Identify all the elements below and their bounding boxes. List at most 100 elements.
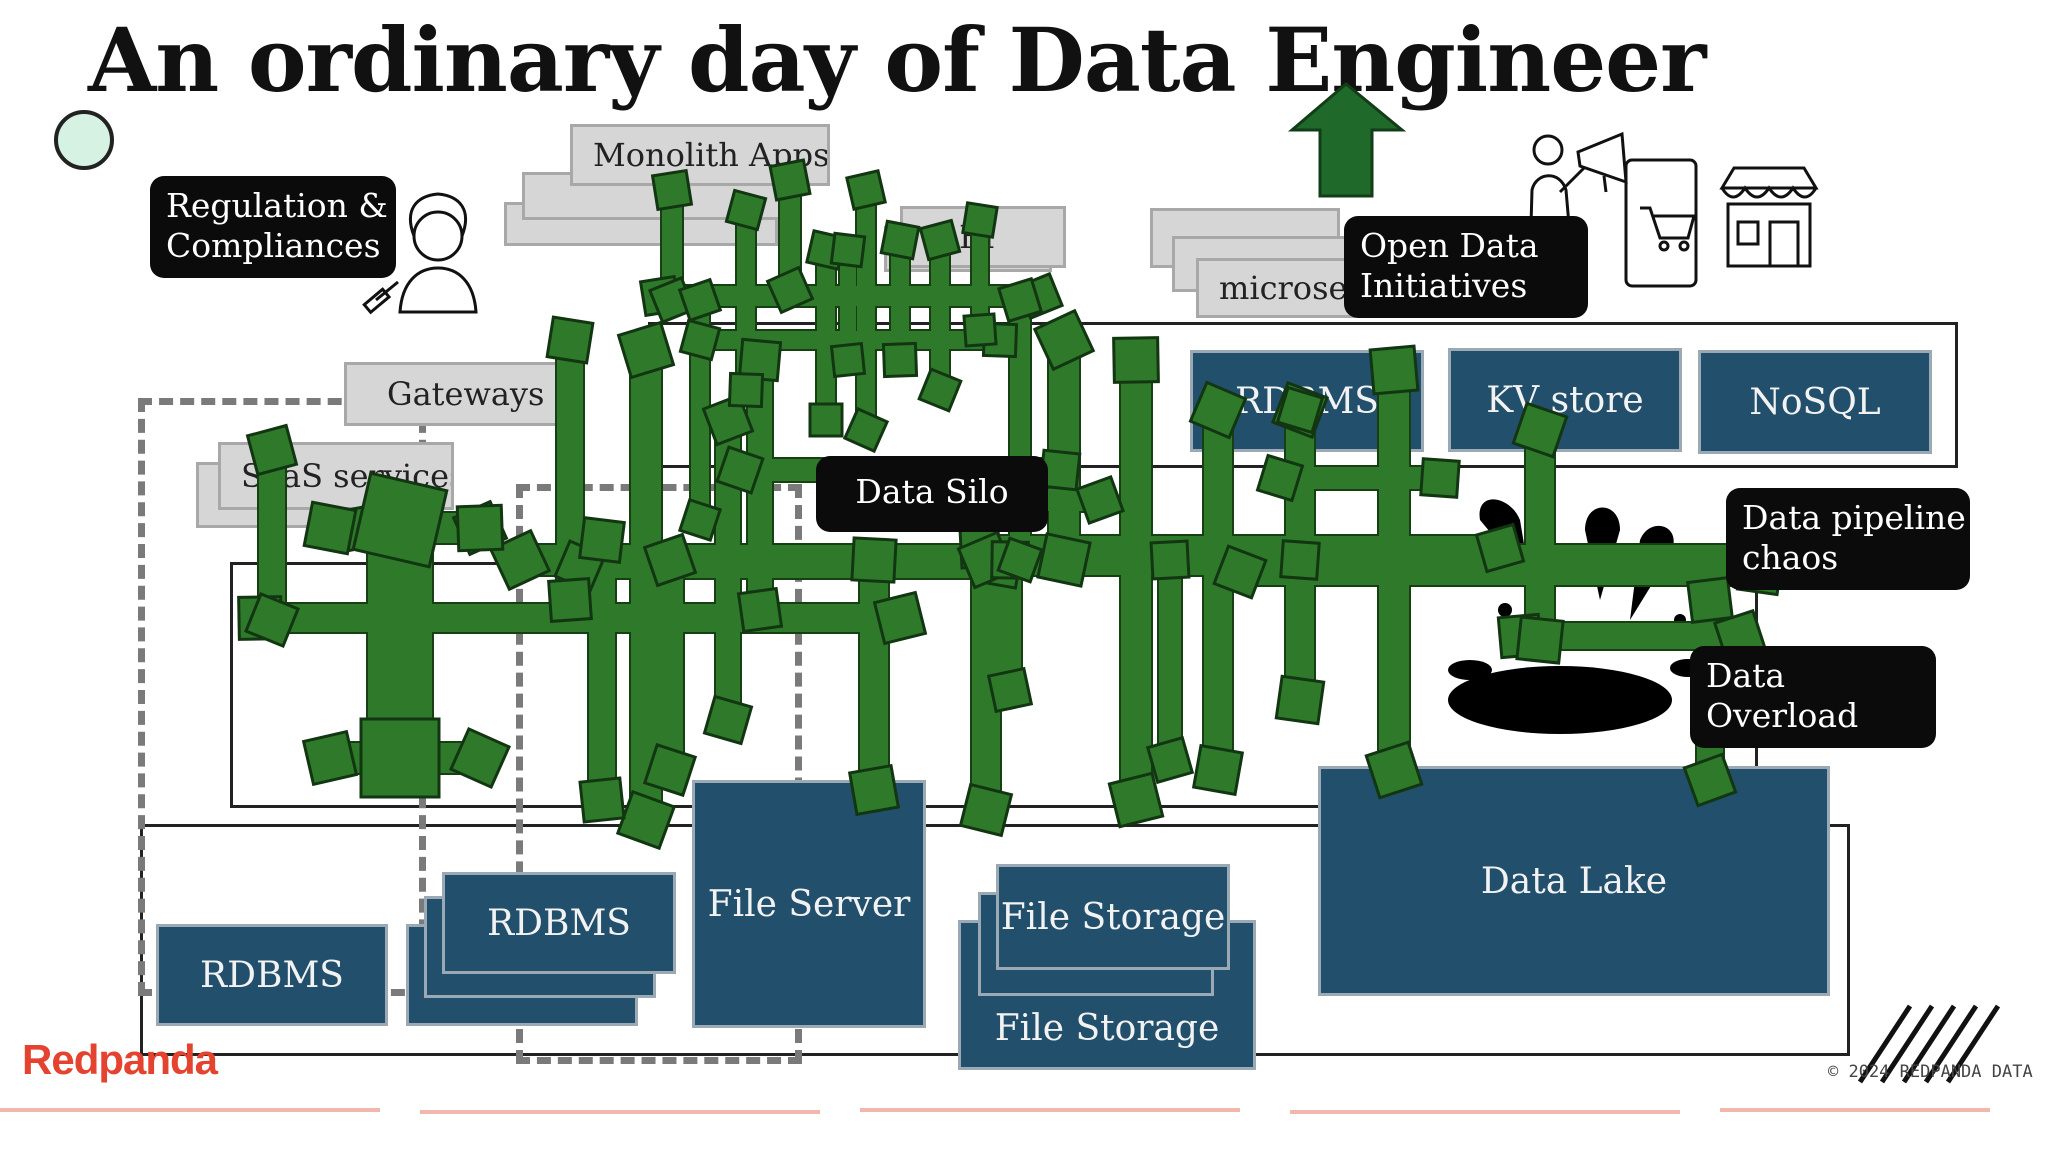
pipe-joint — [736, 586, 784, 634]
storefront-icon — [1719, 166, 1819, 268]
store-data-lake-label: Data Lake — [1480, 860, 1668, 902]
pipe-joint — [1279, 539, 1321, 581]
pipe-joint — [850, 536, 898, 584]
callout-open-data: Open Data Initiatives — [1344, 216, 1588, 318]
pipe-joint — [1686, 576, 1734, 624]
pipe-joint — [724, 188, 768, 232]
store-file-storage-label: File Storage — [1000, 896, 1226, 938]
store-kv-label: KV store — [1486, 379, 1644, 421]
pipe-joint — [547, 577, 593, 623]
pipe-joint — [1032, 308, 1096, 372]
pipe-joint — [842, 406, 890, 454]
pipe-joint — [677, 277, 723, 323]
pipe-joint — [650, 168, 694, 212]
pipe-joint — [1419, 457, 1461, 499]
pipe-joint — [448, 726, 512, 790]
pipe-joint — [727, 371, 765, 409]
pipe-joint — [829, 341, 867, 379]
store-rdbms-left: RDBMS — [156, 924, 388, 1026]
hatch-decoration — [1857, 1004, 2001, 1084]
pipe-joint — [715, 445, 765, 495]
pipe-joint — [881, 341, 919, 379]
callout-regulation-line-1: Regulation & — [166, 186, 388, 225]
pipe-joint — [642, 742, 698, 798]
gateways-label: Gateways — [387, 375, 545, 413]
pipe-joint — [1364, 740, 1424, 800]
pipe-joint — [962, 312, 998, 348]
callout-regulation: Regulation & Compliances — [150, 176, 396, 278]
pipe-joint — [351, 471, 449, 569]
pipe-layer — [237, 158, 1788, 851]
pipe-joint — [1191, 743, 1245, 797]
pipe-joint — [578, 776, 626, 824]
store-nosql: NoSQL — [1698, 350, 1932, 454]
pipe-joint — [678, 318, 722, 362]
pipe-joint — [1149, 539, 1191, 581]
store-kv: KV store — [1448, 348, 1682, 452]
person-megaphone-icon — [1528, 131, 1628, 261]
pipe-joint — [917, 367, 963, 413]
pipe-joint — [702, 694, 754, 746]
pipe-joint — [1511, 401, 1569, 459]
redpanda-logo: Redpanda — [22, 1036, 218, 1083]
pipe-joint — [1036, 532, 1092, 588]
pipe-joint — [244, 592, 300, 648]
pipe-joint — [488, 528, 552, 592]
pipe-joint — [1075, 475, 1125, 525]
pipe-joint — [642, 532, 698, 588]
callout-data-silo: Data Silo — [816, 456, 1048, 532]
store-file-storage: File Storage — [996, 864, 1230, 970]
store-rdbms-mid: RDBMS — [442, 872, 676, 974]
pipe-joint — [808, 402, 844, 438]
pipe-joint — [986, 666, 1034, 714]
pipe-joint — [302, 500, 358, 556]
pipe-joint — [1188, 380, 1248, 440]
store-file-server: File Server — [692, 780, 926, 1028]
pipe-joint — [1112, 336, 1160, 384]
callout-pipeline-chaos-line-2: chaos — [1742, 538, 1839, 577]
page-title: An ordinary day of Data Engineer — [88, 8, 1707, 112]
gateways-box: Gateways — [344, 362, 560, 426]
judge-icon — [362, 192, 478, 315]
pipe-joint — [958, 782, 1014, 838]
pipe-joint — [455, 503, 505, 553]
pipe-joint — [615, 789, 677, 851]
pipe-joint — [1515, 615, 1565, 665]
pipe-joint — [301, 729, 359, 787]
pipe-joint — [1212, 544, 1268, 600]
pipe-joint — [918, 218, 962, 262]
callout-open-data-line-1: Open Data — [1360, 226, 1539, 265]
pipe-joint — [701, 393, 755, 447]
pipe-joint — [879, 219, 921, 261]
pipe-joint — [829, 231, 867, 269]
store-rdbms-mid-label: RDBMS — [487, 902, 631, 944]
pipe-joint — [1368, 344, 1420, 396]
store-file-storage-back-label: File Storage — [994, 1008, 1220, 1049]
pipe-joint — [616, 320, 676, 380]
phone-cart-icon — [1624, 158, 1698, 288]
pipe-joint — [845, 169, 887, 211]
store-rdbms-left-label: RDBMS — [200, 954, 344, 996]
callout-open-data-line-2: Initiatives — [1360, 266, 1528, 305]
store-nosql-label: NoSQL — [1749, 381, 1881, 423]
pipe-joint — [996, 276, 1044, 324]
callout-data-silo-text: Data Silo — [855, 472, 1009, 511]
pipe-joint — [245, 423, 299, 477]
callout-data-overload-line-1: Data — [1706, 656, 1786, 695]
bottom-decorative-lines — [0, 1108, 1990, 1114]
pipe-joint — [961, 201, 999, 239]
callout-regulation-line-2: Compliances — [166, 226, 381, 265]
pipe-joint — [677, 497, 723, 543]
pipe-joint — [1145, 735, 1195, 785]
pipe-joint — [359, 717, 441, 799]
store-file-server-label: File Server — [707, 883, 911, 925]
microservices-label: microservices — [1219, 269, 1353, 307]
callout-data-overload-line-2: Overload — [1706, 696, 1859, 735]
monolith-apps-box: Monolith Apps — [570, 124, 830, 186]
pipe-joint — [765, 265, 815, 315]
callout-pipeline-chaos-line-1: Data pipeline — [1742, 498, 1966, 537]
arrow-up-icon — [1287, 82, 1407, 198]
pipe-joint — [1474, 522, 1526, 574]
callout-pipeline-chaos: Data pipeline chaos — [1726, 488, 1970, 590]
